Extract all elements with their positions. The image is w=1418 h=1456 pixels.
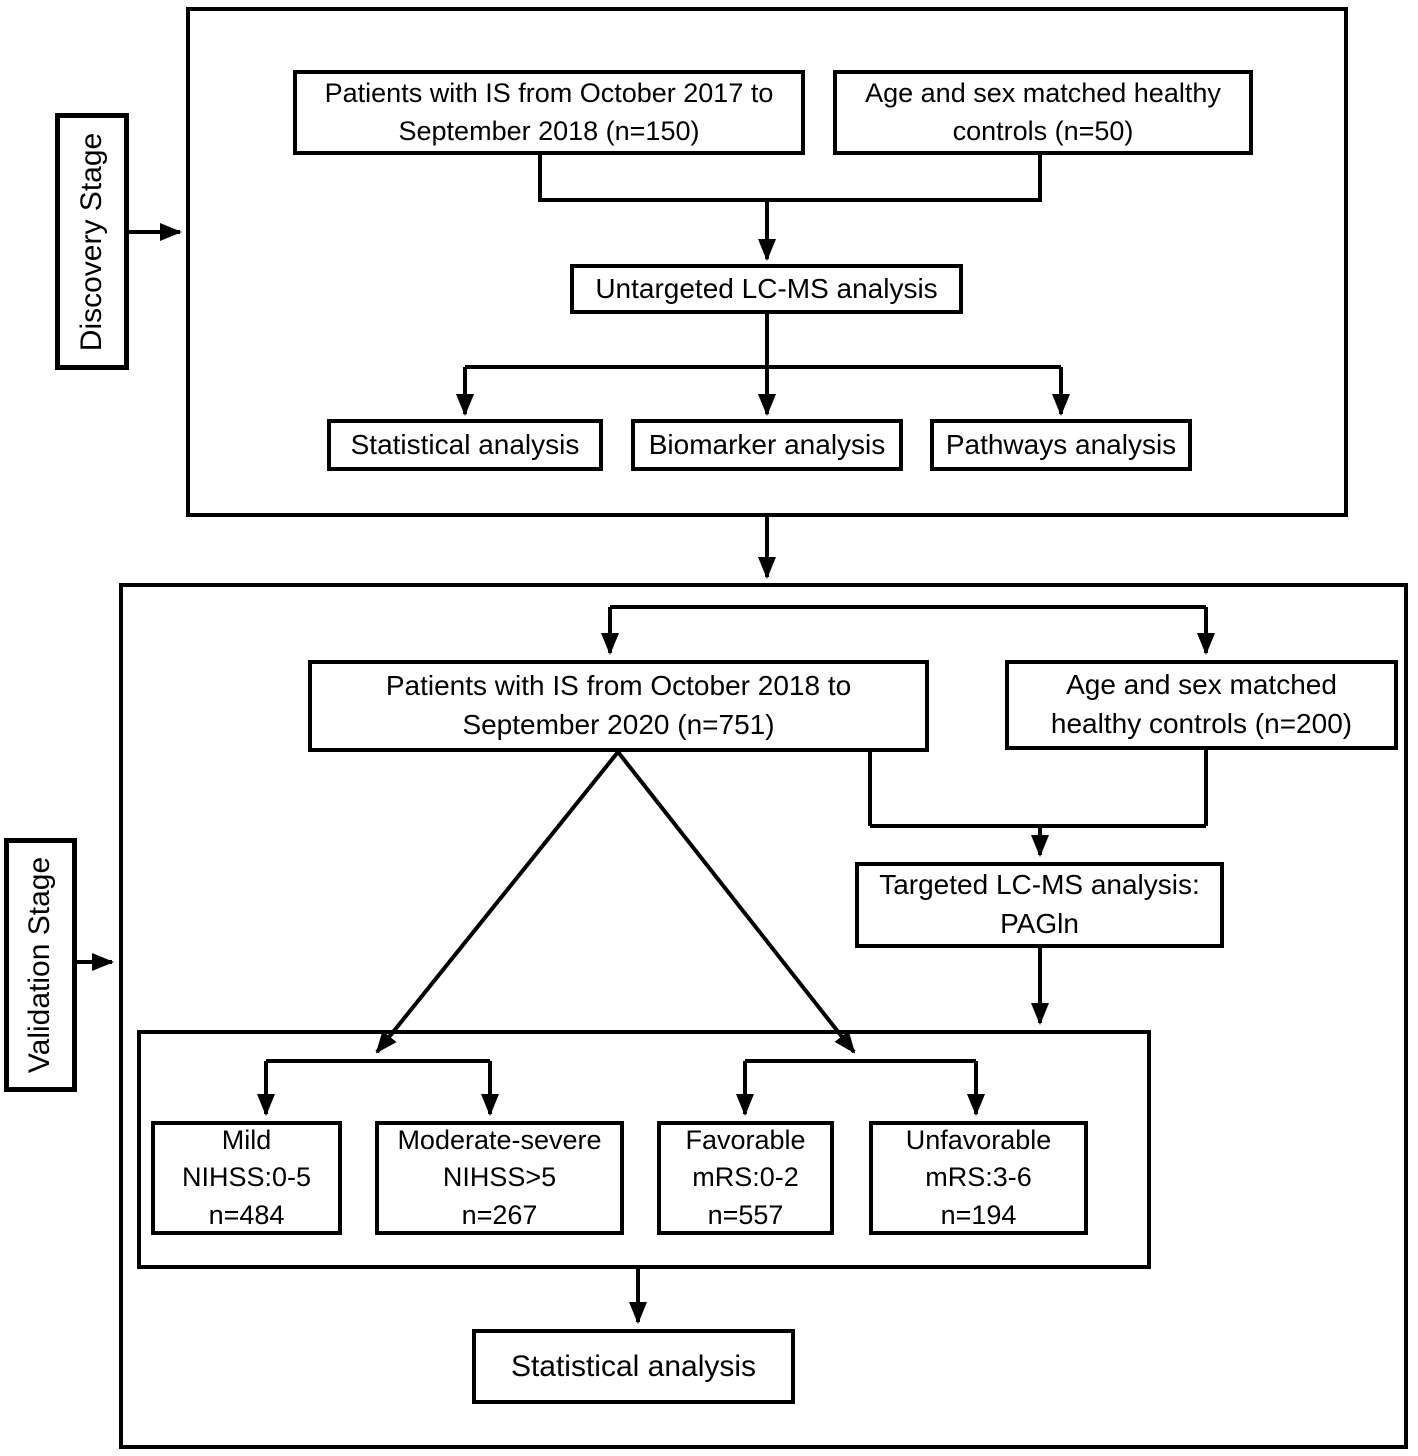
box-targeted-lcms-pagln: Targeted LC-MS analysis: PAGln <box>855 862 1224 948</box>
box-healthy-controls-200: Age and sex matched healthy controls (n=… <box>1005 660 1398 750</box>
box-unfavorable-mrs: Unfavorable mRS:3-6 n=194 <box>869 1121 1088 1235</box>
arrow-diagonal-severity <box>375 750 620 1054</box>
box-patients-2017: Patients with IS from October 2017 to Se… <box>293 70 805 155</box>
box-statistical-analysis-validation: Statistical analysis <box>472 1329 795 1404</box>
validation-stage-label-text: Validation Stage <box>23 856 57 1074</box>
box-pathways-analysis: Pathways analysis <box>930 419 1192 471</box>
box-patients-2018: Patients with IS from October 2018 to Se… <box>308 660 929 752</box>
box-statistical-analysis-discovery: Statistical analysis <box>327 419 603 471</box>
box-biomarker-analysis: Biomarker analysis <box>631 419 903 471</box>
box-favorable-mrs: Favorable mRS:0-2 n=557 <box>657 1121 834 1235</box>
arrow-diagonal-outcome <box>616 750 856 1054</box>
validation-stage-label: Validation Stage <box>4 838 77 1092</box>
subgroup-frame <box>137 1030 1151 1269</box>
discovery-stage-frame <box>186 7 1348 517</box>
box-mild-nihss: Mild NIHSS:0-5 n=484 <box>151 1121 342 1235</box>
discovery-stage-label-text: Discovery Stage <box>75 132 108 351</box>
box-moderate-severe-nihss: Moderate-severe NIHSS>5 n=267 <box>375 1121 624 1235</box>
box-untargeted-lcms: Untargeted LC-MS analysis <box>570 264 963 314</box>
box-healthy-controls-50: Age and sex matched healthy controls (n=… <box>833 70 1253 155</box>
validation-stage-frame <box>119 583 1408 1449</box>
discovery-stage-label: Discovery Stage <box>55 113 129 370</box>
